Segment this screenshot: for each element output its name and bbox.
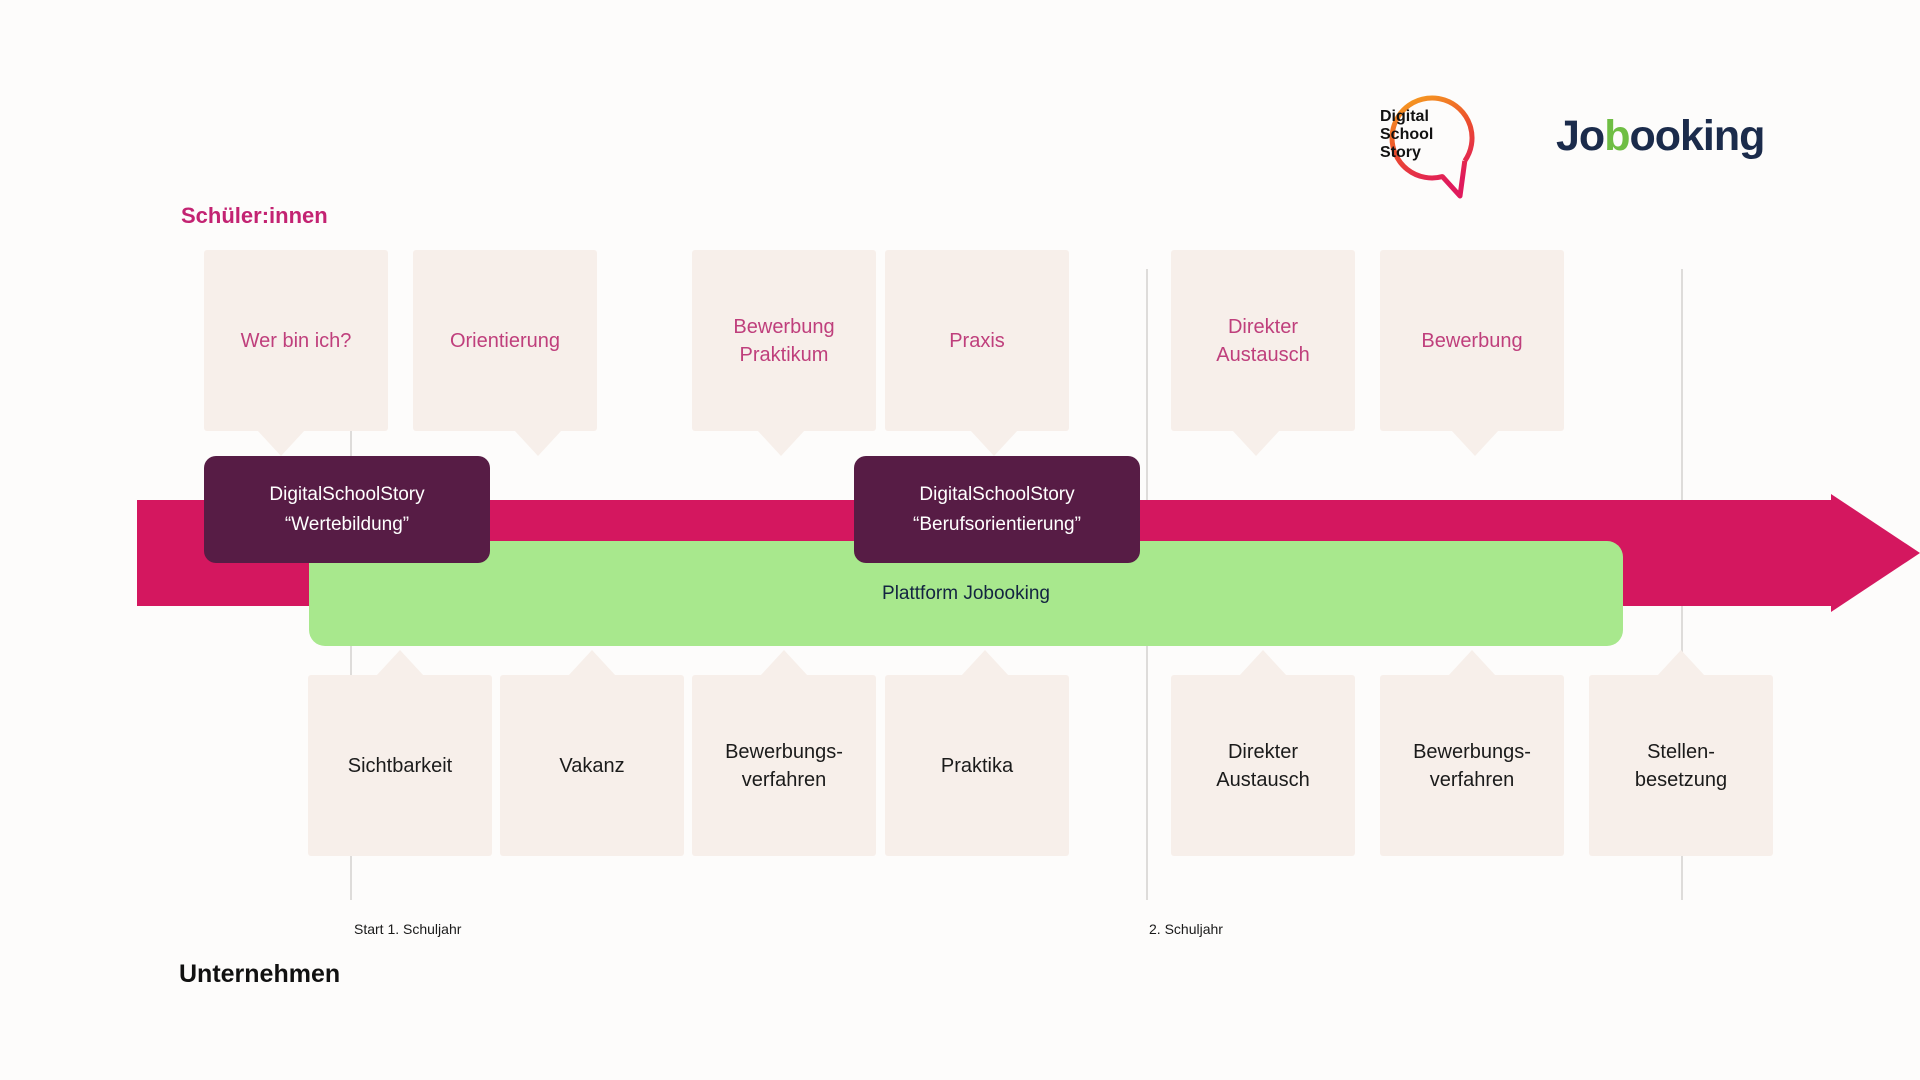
milestone-subtitle: “Wertebildung” bbox=[284, 513, 410, 535]
card-top-orientierung: Orientierung bbox=[413, 250, 597, 456]
card-bottom-direkter-austausch: Direkter Austausch bbox=[1171, 650, 1355, 856]
card-top-bewerbung-praktikum: Bewerbung Praktikum bbox=[692, 250, 876, 456]
axis-label-start-1-schuljahr: Start 1. Schuljahr bbox=[354, 921, 462, 937]
speech-tail-down-icon bbox=[1451, 430, 1499, 456]
jobooking-part-3: ooking bbox=[1629, 112, 1765, 160]
speech-tail-up-icon bbox=[1657, 650, 1705, 676]
speech-bubble-icon bbox=[1389, 95, 1475, 199]
card-bottom-bewerbungsverfahren-1: Bewerbungs- verfahren bbox=[692, 650, 876, 856]
milestone-title: DigitalSchoolStory bbox=[919, 484, 1075, 506]
milestone-title: DigitalSchoolStory bbox=[269, 484, 425, 506]
speech-tail-up-icon bbox=[760, 650, 808, 676]
speech-tail-down-icon bbox=[757, 430, 805, 456]
card-bottom-bewerbungsverfahren-2: Bewerbungs- verfahren bbox=[1380, 650, 1564, 856]
card-top-praxis: Praxis bbox=[885, 250, 1069, 456]
companies-lane-label: Unternehmen bbox=[179, 960, 341, 988]
timeline-divider-start-1-schuljahr bbox=[350, 431, 352, 900]
card-bottom-vakanz: Vakanz bbox=[500, 650, 684, 856]
card-label: Wer bin ich? bbox=[240, 329, 352, 352]
speech-tail-down-icon bbox=[514, 430, 562, 456]
card-top-direkter-austausch: Direkter Austausch bbox=[1171, 250, 1355, 456]
speech-tail-down-icon bbox=[1232, 430, 1280, 456]
card-label: Orientierung bbox=[449, 329, 561, 352]
milestone-subtitle: “Berufsorientierung” bbox=[913, 513, 1081, 535]
jobooking-part-1: Jo bbox=[1556, 112, 1605, 160]
card-label: Bewerbungs- verfahren bbox=[725, 740, 843, 791]
card-label: Bewerbung Praktikum bbox=[733, 315, 835, 366]
card-label: Vakanz bbox=[559, 754, 625, 777]
card-top-wer-bin-ich: Wer bin ich? bbox=[204, 250, 388, 456]
digital-school-story-wordmark: Digital School Story bbox=[1380, 108, 1433, 162]
jobooking-part-2: b bbox=[1604, 112, 1630, 160]
platform-label: Plattform Jobooking bbox=[882, 582, 1050, 604]
speech-tail-up-icon bbox=[376, 650, 424, 676]
speech-tail-up-icon bbox=[568, 650, 616, 676]
card-label: Sichtbarkeit bbox=[347, 754, 453, 777]
milestone-wertebildung: DigitalSchoolStory “Wertebildung” bbox=[204, 456, 490, 563]
timeline-arrow-head-icon bbox=[1831, 494, 1920, 612]
speech-tail-down-icon bbox=[257, 430, 305, 456]
speech-tail-up-icon bbox=[1448, 650, 1496, 676]
card-label: Bewerbungs- verfahren bbox=[1413, 740, 1531, 791]
card-label: Direkter Austausch bbox=[1216, 315, 1310, 366]
speech-tail-up-icon bbox=[961, 650, 1009, 676]
students-lane-label: Schüler:innen bbox=[181, 203, 328, 228]
card-bottom-sichtbarkeit: Sichtbarkeit bbox=[308, 650, 492, 856]
card-top-bewerbung: Bewerbung bbox=[1380, 250, 1564, 456]
card-bottom-stellenbesetzung: Stellen- besetzung bbox=[1589, 650, 1773, 856]
dss-line-1: Digital bbox=[1380, 108, 1429, 125]
jobooking-logo: Jobooking bbox=[1556, 112, 1765, 161]
dss-line-2: School bbox=[1380, 126, 1434, 143]
milestone-berufsorientierung: DigitalSchoolStory “Berufsorientierung” bbox=[854, 456, 1140, 563]
card-label: Bewerbung bbox=[1421, 329, 1523, 352]
card-label: Praktika bbox=[940, 754, 1014, 777]
card-bottom-praktika: Praktika bbox=[885, 650, 1069, 856]
speech-tail-down-icon bbox=[970, 430, 1018, 456]
digital-school-story-logo: Digital School Story bbox=[1380, 92, 1510, 202]
card-label: Direkter Austausch bbox=[1216, 740, 1310, 791]
speech-tail-up-icon bbox=[1239, 650, 1287, 676]
card-label: Stellen- besetzung bbox=[1634, 740, 1728, 791]
card-label: Praxis bbox=[949, 329, 1005, 352]
dss-line-3: Story bbox=[1380, 144, 1421, 161]
axis-label-2-schuljahr: 2. Schuljahr bbox=[1149, 921, 1223, 937]
